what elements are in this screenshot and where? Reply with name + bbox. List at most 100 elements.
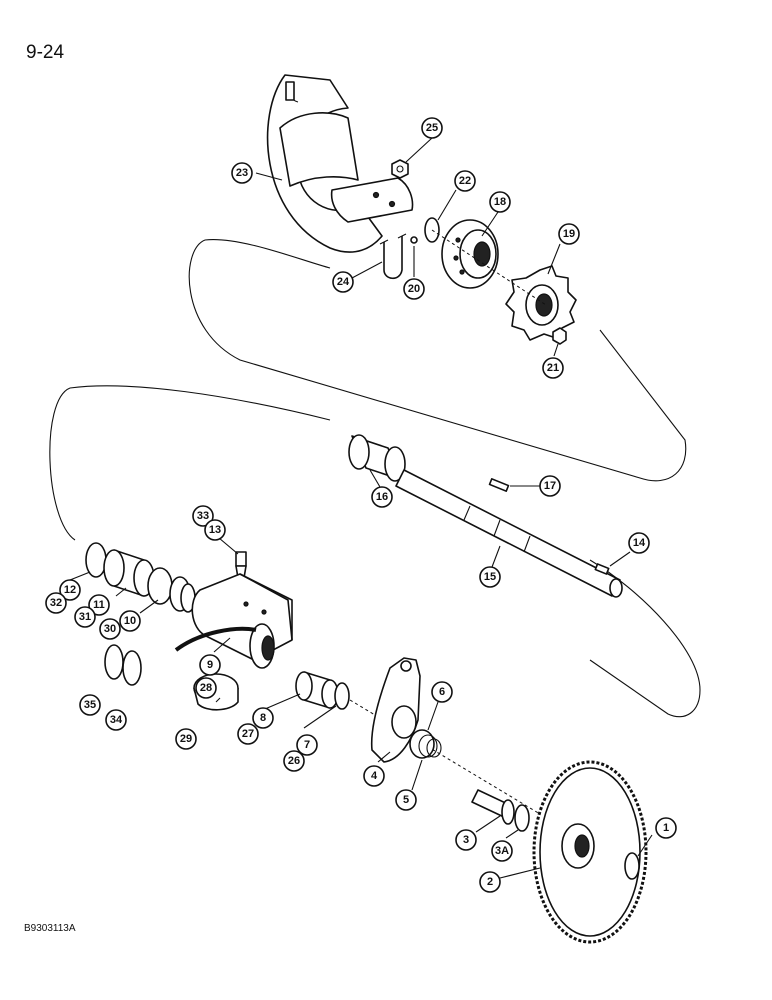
- svg-text:1: 1: [663, 822, 669, 834]
- callout-13: 13: [204, 519, 226, 541]
- callout-22: 22: [454, 170, 476, 192]
- shaft-sleeve: [348, 434, 406, 482]
- callout-24: 24: [332, 271, 354, 293]
- bearing-10: [147, 567, 196, 613]
- callout-21: 21: [542, 357, 564, 379]
- bearing-hub: [441, 219, 499, 289]
- callout-23: 23: [231, 162, 253, 184]
- svg-text:4: 4: [371, 770, 378, 782]
- callout-26: 26: [283, 750, 305, 772]
- callout-31: 31: [74, 606, 96, 628]
- svg-text:30: 30: [104, 623, 116, 635]
- callout-28: 28: [195, 677, 217, 699]
- nut-25: [391, 159, 409, 179]
- tension-spring: [409, 729, 442, 759]
- callout-35: 35: [79, 694, 101, 716]
- svg-text:19: 19: [563, 228, 575, 240]
- svg-text:12: 12: [64, 584, 76, 596]
- callout-8: 8: [252, 707, 274, 729]
- upper-centerline: [431, 229, 547, 306]
- svg-text:16: 16: [376, 491, 388, 503]
- callout-20: 20: [403, 278, 425, 300]
- svg-text:32: 32: [50, 597, 62, 609]
- callout-2: 2: [479, 871, 501, 893]
- callout-34: 34: [105, 709, 127, 731]
- snap-ring-28: [174, 626, 257, 652]
- svg-text:11: 11: [93, 599, 105, 611]
- svg-text:8: 8: [260, 712, 266, 724]
- callout-3: 3: [455, 829, 477, 851]
- callout-4: 4: [363, 765, 385, 787]
- svg-text:29: 29: [180, 733, 192, 745]
- u-bolt: [379, 233, 407, 280]
- svg-text:10: 10: [124, 615, 136, 627]
- o-ring-35: [104, 644, 124, 680]
- svg-text:33: 33: [197, 510, 209, 522]
- figure-id: B9303113A: [24, 923, 76, 934]
- upper-outline-loop: [188, 239, 687, 482]
- callout-3a: 3A: [491, 840, 513, 862]
- callout-16: 16: [371, 486, 393, 508]
- svg-text:9: 9: [207, 659, 213, 671]
- svg-text:7: 7: [304, 739, 310, 751]
- callout-9: 9: [199, 654, 221, 676]
- svg-text:25: 25: [426, 122, 438, 134]
- seal-7: [334, 682, 350, 710]
- shaft-housing: [191, 573, 293, 669]
- svg-text:26: 26: [288, 755, 300, 767]
- svg-text:5: 5: [403, 794, 409, 806]
- svg-text:6: 6: [439, 686, 445, 698]
- washer-3a: [514, 804, 530, 832]
- callout-18: 18: [489, 191, 511, 213]
- retaining-ring-1: [624, 852, 640, 880]
- shaft-key-17: [488, 478, 510, 492]
- bearing-8: [295, 671, 339, 709]
- svg-text:15: 15: [484, 571, 496, 583]
- callout-15: 15: [479, 566, 501, 588]
- svg-text:34: 34: [110, 714, 123, 726]
- callout-5: 5: [395, 789, 417, 811]
- callout-6: 6: [431, 681, 453, 703]
- callout-12: 12: [59, 579, 81, 601]
- callout-1: 1: [655, 817, 677, 839]
- shaft-key-14: [594, 563, 610, 575]
- callout-27: 27: [237, 723, 259, 745]
- svg-text:2: 2: [487, 876, 493, 888]
- svg-text:35: 35: [84, 699, 96, 711]
- svg-text:14: 14: [633, 537, 646, 549]
- callout-25: 25: [421, 117, 443, 139]
- svg-text:21: 21: [547, 362, 559, 374]
- callout-32: 32: [45, 592, 67, 614]
- callout-11: 11: [88, 594, 110, 616]
- idler-arm: [370, 657, 421, 763]
- auger-flighting: [266, 74, 383, 253]
- nut-21: [552, 327, 567, 345]
- o-ring-34: [122, 650, 142, 686]
- washer-20: [410, 236, 418, 244]
- svg-text:3A: 3A: [495, 845, 509, 857]
- svg-text:18: 18: [494, 196, 506, 208]
- svg-text:13: 13: [209, 524, 221, 536]
- lower-outline-loop: [49, 385, 701, 718]
- svg-text:27: 27: [242, 728, 254, 740]
- page-number: 9-24: [26, 42, 64, 63]
- svg-text:20: 20: [408, 283, 420, 295]
- svg-text:3: 3: [463, 834, 469, 846]
- auger-mounting-strap: [330, 177, 414, 223]
- spacer-3: [471, 789, 515, 825]
- svg-text:22: 22: [459, 175, 471, 187]
- bearing-11: [103, 549, 155, 597]
- leader-lines: [69, 137, 653, 879]
- svg-text:17: 17: [544, 480, 556, 492]
- callout-10: 10: [119, 610, 141, 632]
- svg-text:23: 23: [236, 167, 248, 179]
- callout-7: 7: [296, 734, 318, 756]
- callout-14: 14: [628, 532, 650, 554]
- callout-17: 17: [539, 475, 561, 497]
- callout-29: 29: [175, 728, 197, 750]
- callout-19: 19: [558, 223, 580, 245]
- drive-shaft: [395, 469, 623, 598]
- svg-text:31: 31: [79, 611, 91, 623]
- large-sprocket: [532, 760, 648, 944]
